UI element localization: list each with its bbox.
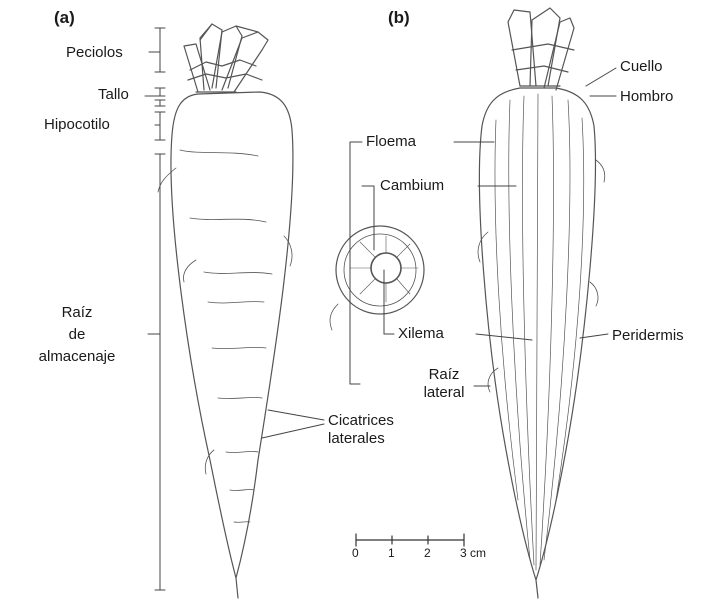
label-raiz-almacenaje: Raíz de almacenaje	[12, 304, 142, 366]
label-raiz-lateral: Raíz lateral	[412, 366, 476, 402]
carrot-b-lateral-roots	[478, 160, 605, 392]
label-cicatrices-laterales: Cicatrices laterales	[328, 412, 394, 448]
label-floema: Floema	[366, 133, 416, 151]
label-peciolos: Peciolos	[66, 44, 123, 62]
label-raiz-almacenaje-line1: Raíz	[12, 304, 142, 322]
label-hombro: Hombro	[620, 88, 673, 106]
panel-a-label: (a)	[54, 8, 75, 28]
label-cambium: Cambium	[380, 177, 444, 195]
label-tallo: Tallo	[98, 86, 129, 104]
label-xilema: Xilema	[398, 325, 444, 343]
carrot-b-tip	[536, 580, 538, 598]
carrot-a-bracket	[145, 28, 165, 590]
label-cicatrices-line2: laterales	[328, 430, 394, 448]
cross-section	[330, 226, 424, 330]
carrot-a-lateral-roots	[158, 168, 292, 474]
panel-b-label: (b)	[388, 8, 410, 28]
label-cicatrices-line1: Cicatrices	[328, 412, 394, 430]
carrot-a-petioles	[184, 24, 268, 92]
carrot-a-rings	[180, 150, 272, 522]
scale-tick-0: 0	[352, 546, 359, 560]
label-raiz-almacenaje-line2: de	[12, 326, 142, 344]
carrot-a-outline	[171, 92, 293, 578]
label-hipocotilo: Hipocotilo	[44, 116, 110, 134]
carrot-b-petioles	[508, 8, 574, 90]
scale-tick-3: 3 cm	[460, 546, 486, 560]
label-cuello: Cuello	[620, 58, 663, 76]
scale-bar	[356, 534, 464, 546]
label-raiz-lateral-line2: lateral	[412, 384, 476, 402]
label-raiz-lateral-line1: Raíz	[412, 366, 476, 384]
label-raiz-almacenaje-line3: almacenaje	[12, 348, 142, 366]
carrot-a-tip	[236, 578, 238, 598]
scale-tick-2: 2	[424, 546, 431, 560]
carrot-b-vascular-lines	[495, 94, 584, 570]
scale-tick-1: 1	[388, 546, 395, 560]
label-peridermis: Peridermis	[612, 327, 684, 345]
